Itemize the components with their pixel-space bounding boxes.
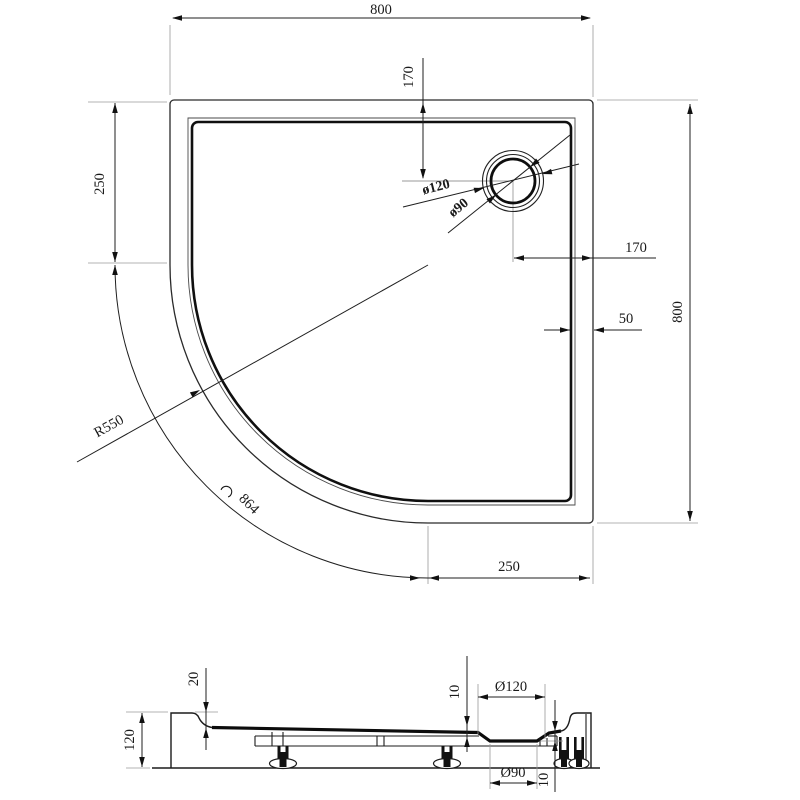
tray-edge-inner-line [187,117,576,506]
arc-length-symbol-icon [220,485,233,498]
dim-diameter-90-section-label: Ø90 [501,765,526,781]
support-rail [254,732,558,747]
dim-recess-depth: 10 [536,700,563,792]
dim-drain-offset-top: 170 [401,58,426,179]
drain-diameter-120-label: ø120 [421,177,452,198]
dim-height-right: 800 [597,99,698,524]
section-left-wall [170,712,213,768]
foot-middle [432,746,462,770]
dim-width-top: 800 [169,2,594,97]
basin-rim [190,120,573,503]
dim-drain-outer-diameter: ø120 [402,163,580,208]
foot-left [268,746,298,770]
dim-250-left-label: 250 [92,173,108,195]
dim-120-label: 120 [122,729,138,751]
dim-170-top-label: 170 [401,66,417,88]
drain-circle-inner [489,157,537,205]
dim-drain-inner-diameter: ø90 [446,134,571,234]
drain [402,149,545,262]
dim-total-height: 120 [122,711,168,769]
drain-circle-outer [481,149,545,213]
section-basin-floor [211,725,562,743]
dim-arc-length: 864 [112,264,429,581]
tray-outer-edge [169,99,594,524]
dim-800-top-label: 800 [370,2,392,18]
dim-rim-width: 50 [544,311,642,333]
plan-view: 800 170 250 ø120 ø90 [76,2,698,584]
dim-10-left-label: 10 [447,685,463,700]
dim-drain-offset-right: 170 [514,240,656,261]
section-right-wall [560,712,592,768]
dim-floor-thickness: 10 [447,656,470,752]
dim-diameter-120-section-label: Ø120 [495,679,527,695]
drain-circle-middle [485,153,541,209]
dim-recess-outer-diameter: Ø120 [477,679,546,739]
dim-800-right-label: 800 [670,301,686,323]
section-view: 120 20 10 Ø120 [122,656,600,792]
dim-left-straight-edge: 250 [88,101,167,264]
dim-250-bottom-label: 250 [498,559,520,575]
dim-bottom-straight-edge: 250 [427,526,594,584]
dim-20-label: 20 [186,672,202,687]
dim-corner-radius: R550 [76,264,429,463]
dim-10-right-label: 10 [536,773,552,788]
foot-right-outer [568,737,590,770]
arc-length-864-label: 864 [235,491,262,518]
dim-rim-drop: 20 [186,668,218,750]
dim-170-right-label: 170 [625,240,647,256]
dim-recess-inner-diameter: Ø90 [489,744,538,789]
dim-50-label: 50 [619,311,634,327]
